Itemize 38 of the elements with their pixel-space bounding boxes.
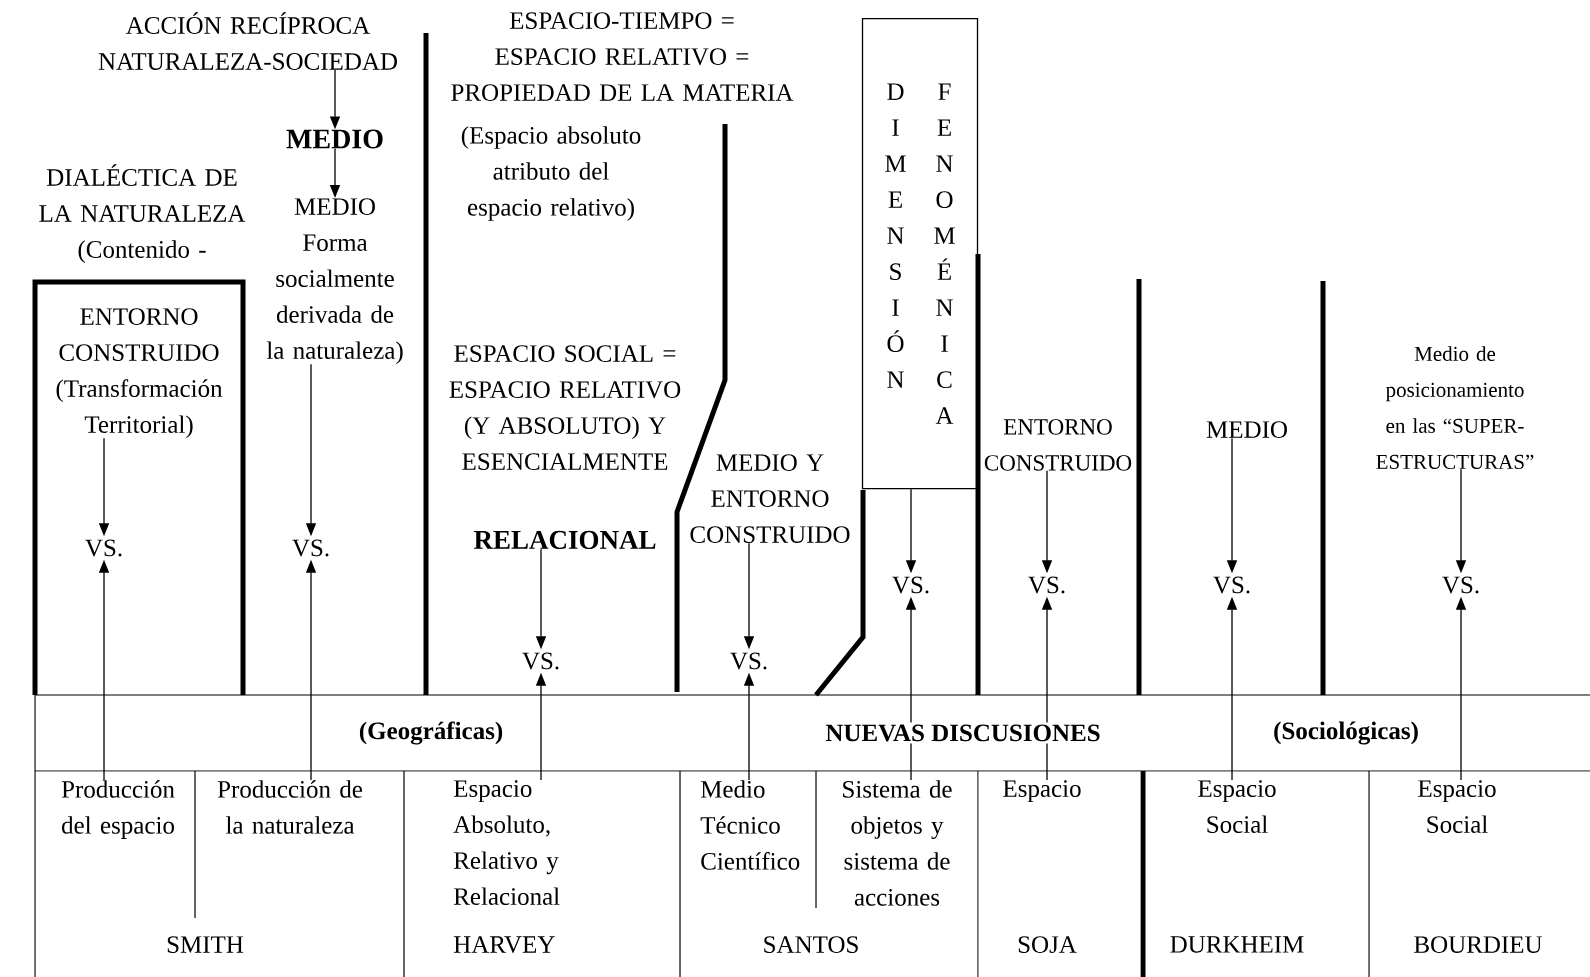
vs-label: VS. <box>1442 576 1479 594</box>
concept-label: Producción del espacio <box>61 780 175 839</box>
concept-label: ENTORNO CONSTRUIDO (Transformación Territorial) <box>56 308 223 439</box>
note-text: DIALÉCTICA DE LA NATURALEZA (Contenido - <box>39 164 246 263</box>
author-name: DURKHEIM <box>1170 936 1304 953</box>
author-name: SANTOS <box>764 936 858 953</box>
concept-label: MEDIO Y ENTORNO CONSTRUIDO <box>690 454 850 543</box>
concept-label: ACCIÓN RECÍPROCA NATURALEZA-SOCIEDAD <box>98 12 397 70</box>
vs-label: VS. <box>292 539 329 557</box>
vs-label: VS. <box>892 576 929 594</box>
vs-label: VS. <box>522 652 559 670</box>
band-heading: NUEVAS DISCUSIONES <box>823 722 1103 744</box>
concept-label: Medio Técnico Científico <box>700 780 800 870</box>
concept-label: Espacio <box>1003 780 1081 803</box>
note-text: (Espacio absoluto atributo del espacio relativo) <box>461 126 641 221</box>
vs-label: VS. <box>85 539 122 557</box>
concept-label: Sistema de objetos y sistema de acciones <box>843 780 952 906</box>
author-name: HARVEY <box>453 936 555 954</box>
concept-label: Medio de posicionamiento en las “SUPER-ESTRUCTURAS” <box>1376 346 1534 469</box>
concept-label: Producción de la naturaleza <box>217 780 363 834</box>
concept-label: Espacio Social <box>1418 780 1496 833</box>
concept-label: MEDIO Forma socialmente derivada de la naturaleza) <box>266 198 403 365</box>
author-name: BOURDIEU <box>1414 936 1543 953</box>
author-name: SOJA <box>1018 936 1077 953</box>
concept-label: ESPACIO SOCIAL = ESPACIO RELATIVO (Y ABSOLUTO) Y ESENCIALMENTE RELACIONAL <box>449 345 681 549</box>
vs-label: VS. <box>730 652 767 670</box>
concept-label: Espacio Absoluto, Relativo y Relacional <box>453 780 560 905</box>
vs-label: VS. <box>1213 576 1250 594</box>
vs-label: VS. <box>1028 576 1065 594</box>
band-heading: (Geográficas) <box>356 719 506 747</box>
concept-label: Espacio Social <box>1198 780 1276 833</box>
vertical-text-box: DIMENSIÓN FENOMÉNICA <box>861 18 979 490</box>
concept-label: ENTORNO CONSTRUIDO <box>984 419 1132 471</box>
note-text: ESPACIO-TIEMPO = ESPACIO RELATIVO = PROPIEDAD DE LA MATERIA <box>451 12 794 101</box>
author-name: SMITH <box>167 936 244 953</box>
concept-label: MEDIO <box>1206 421 1287 438</box>
heading-label: MEDIO <box>286 129 383 149</box>
band-heading: (Sociológicas) <box>1271 719 1421 747</box>
